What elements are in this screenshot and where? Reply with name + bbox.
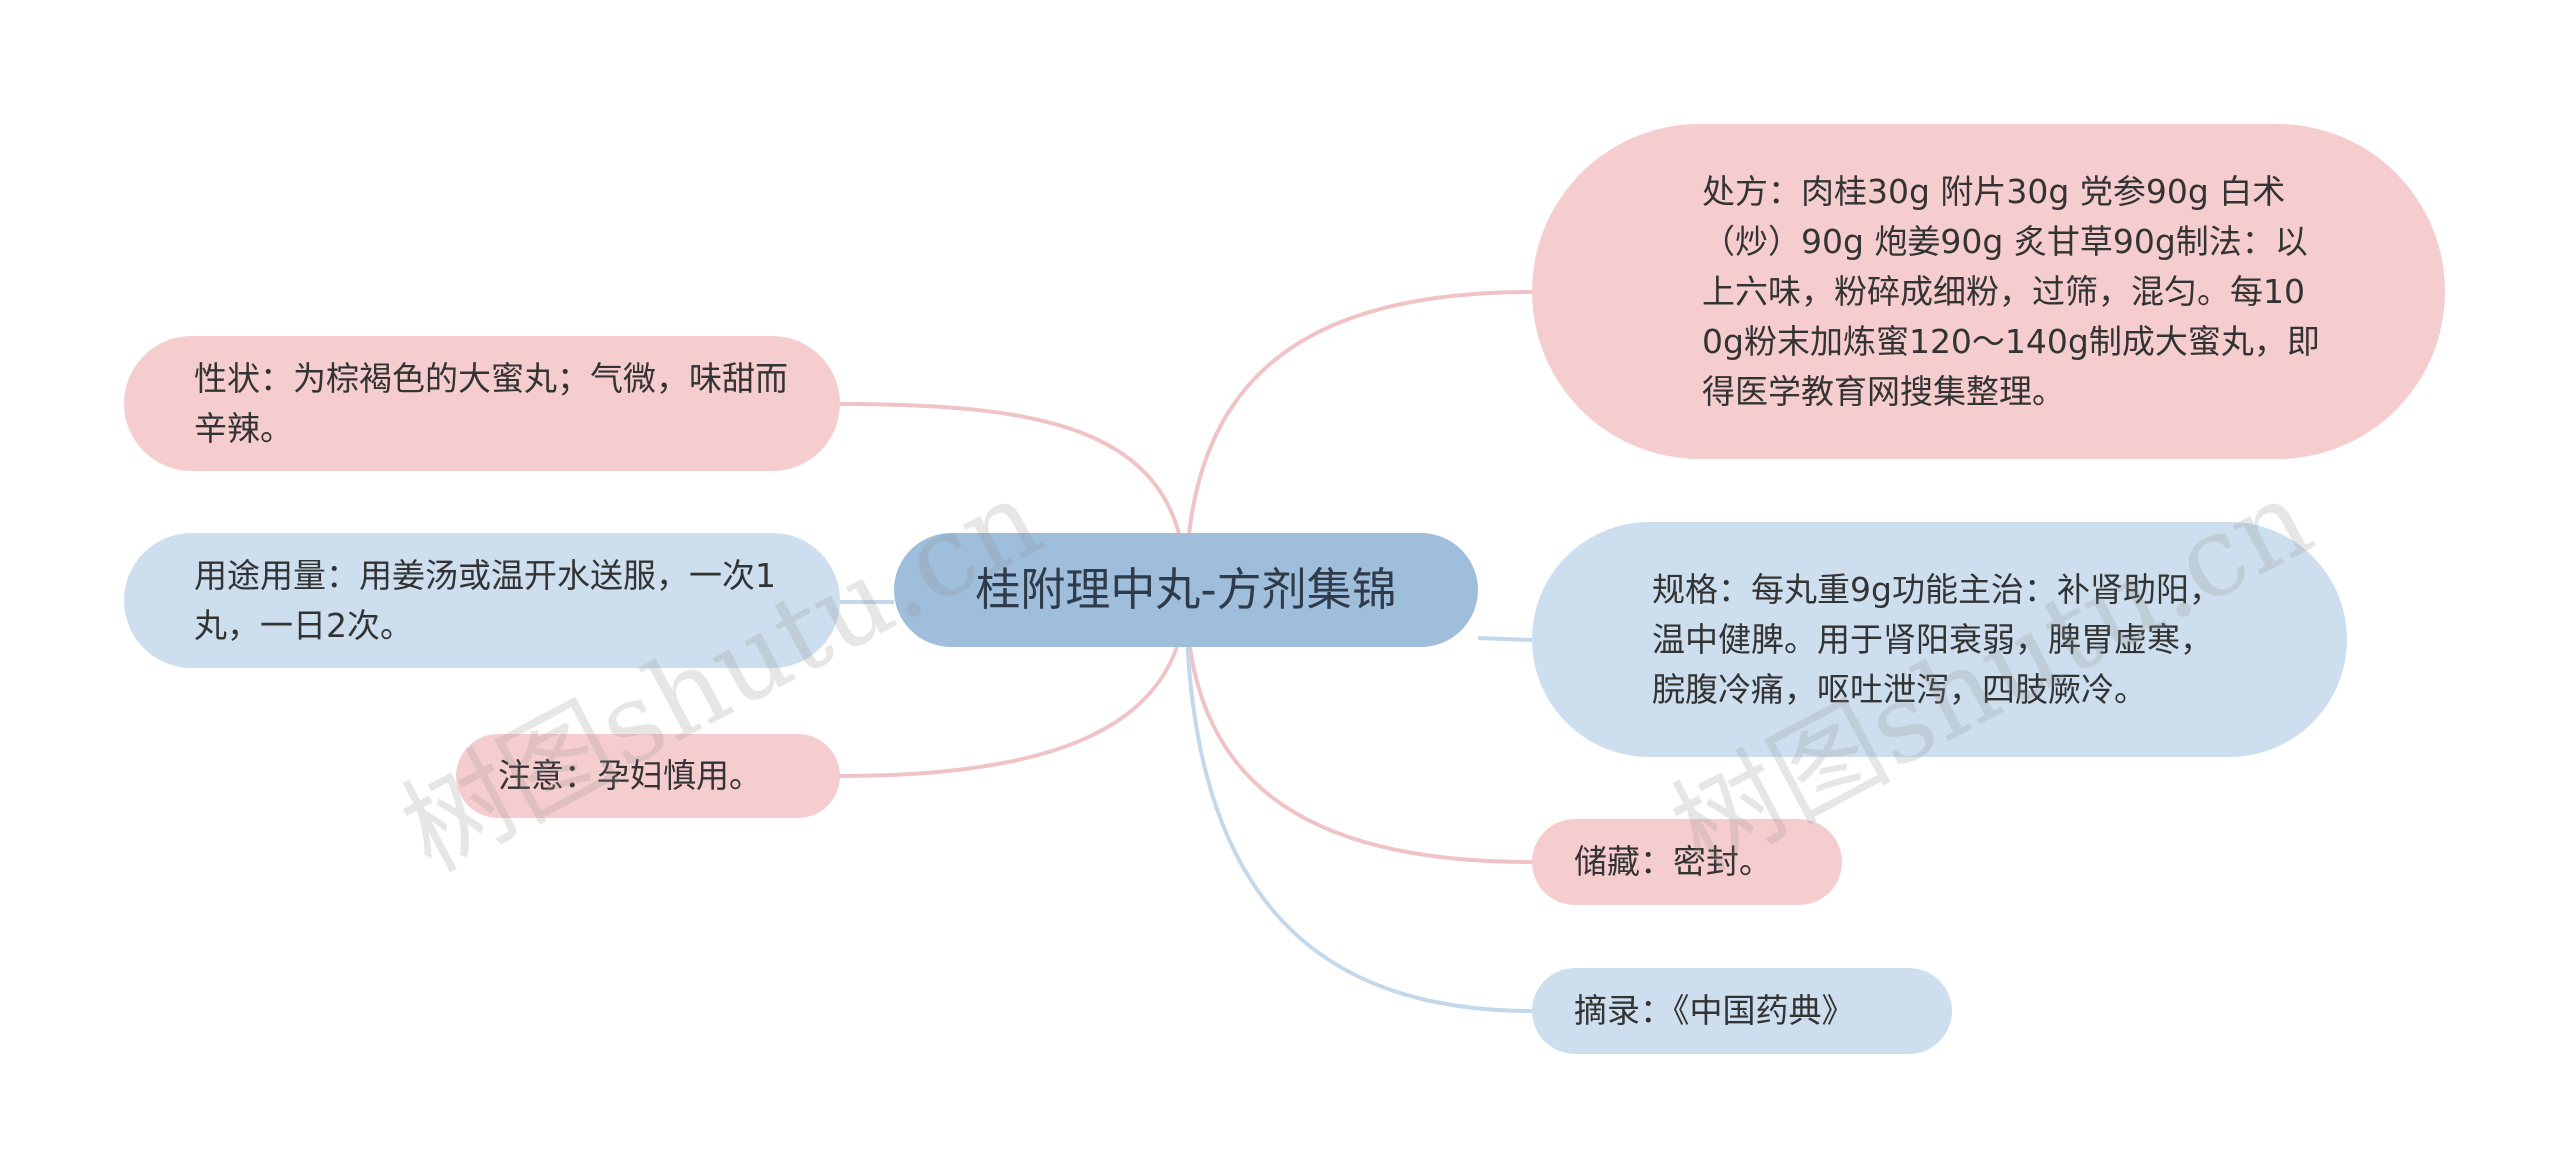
link-guige [1477,636,1533,642]
topic-chucang[interactable]: 储藏：密封。 [1532,819,1842,905]
topic-chufang[interactable]: 处方：肉桂30g 附片30g 党参90g 白术（炒）90g 炮姜90g 炙甘草9… [1532,124,2445,459]
topic-zhuyi[interactable]: 注意：孕妇慎用。 [456,734,840,818]
topic-label: 性状：为棕褐色的大蜜丸；气微，味甜而辛辣。 [194,358,788,448]
link-zhailu [1184,589,1533,1013]
topic-label: 处方：肉桂30g 附片30g 党参90g 白术（炒）90g 炮姜90g 炙甘草9… [1702,171,2320,411]
topic-label: 规格：每丸重9g功能主治：补肾助阳，温中健脾。用于肾阳衰弱，脾胃虚寒，脘腹冷痛，… [1652,569,2222,709]
topic-yongtu[interactable]: 用途用量：用姜汤或温开水送服，一次1丸，一日2次。 [124,533,840,668]
topic-guige[interactable]: 规格：每丸重9g功能主治：补肾助阳，温中健脾。用于肾阳衰弱，脾胃虚寒，脘腹冷痛，… [1532,522,2347,757]
link-chufang [1184,290,1533,591]
topic-label: 用途用量：用姜汤或温开水送服，一次1丸，一日2次。 [194,555,776,645]
topic-label: 摘录：《中国药典》 [1574,991,1855,1030]
topic-label: 注意：孕妇慎用。 [498,756,762,795]
topic-xingzhuang[interactable]: 性状：为棕褐色的大蜜丸；气微，味甜而辛辣。 [124,336,840,471]
topic-label: 储藏：密封。 [1574,842,1772,881]
root-topic[interactable]: 桂附理中丸-方剂集锦 [894,533,1478,647]
root-topic-label: 桂附理中丸-方剂集锦 [975,563,1397,616]
topic-zhailu[interactable]: 摘录：《中国药典》 [1532,968,1952,1054]
link-chucang [1184,589,1533,864]
link-xingzhuang [839,402,1188,591]
